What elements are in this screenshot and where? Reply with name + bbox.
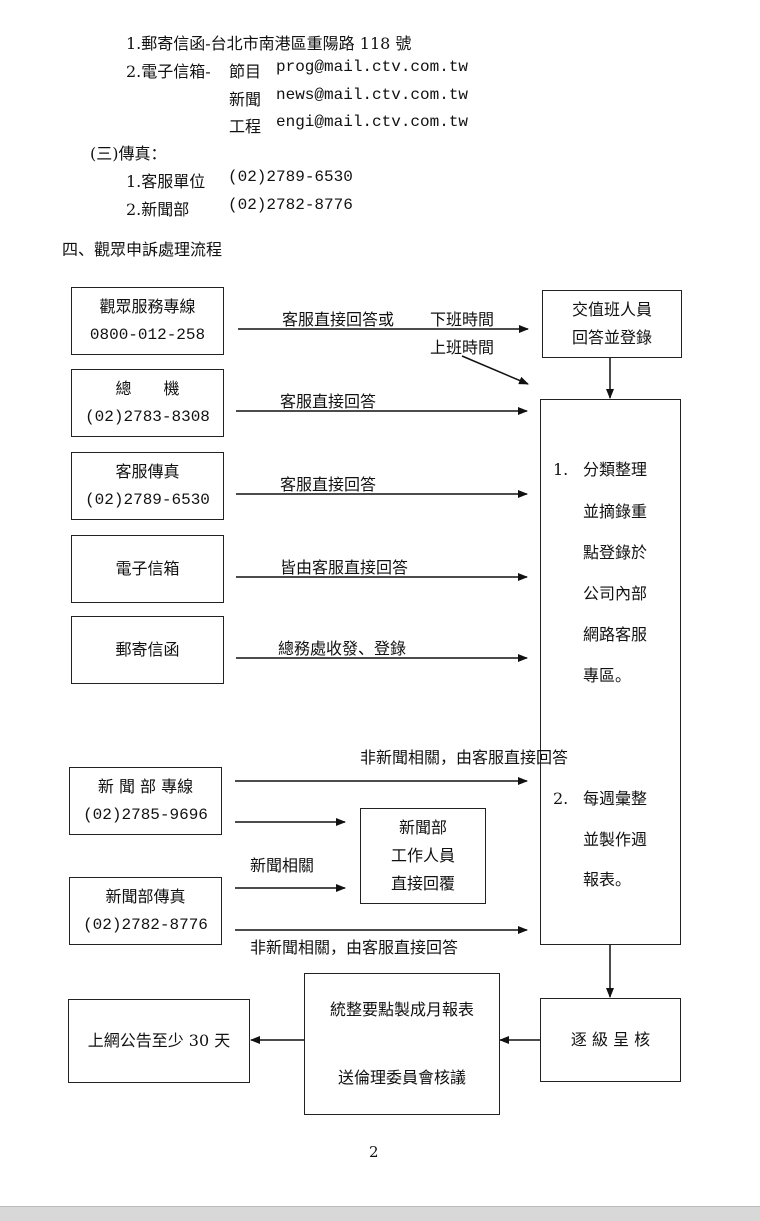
page-number: 2 <box>369 1143 379 1161</box>
email-title: 電子信箱 <box>115 559 180 578</box>
email-address-engineering[interactable]: engi@mail.ctv.com.tw <box>276 113 469 131</box>
viewer-bottom-bar <box>0 1206 760 1221</box>
email-address-news[interactable]: news@mail.ctv.com.tw <box>276 86 469 104</box>
news-staff-line1: 新聞部 <box>398 818 447 837</box>
section-title: 四、觀眾申訴處理流程 <box>62 240 223 259</box>
cs-fax-box: 客服傳真 (02)2789-6530 <box>71 452 224 520</box>
switchboard-box: 總 機 (02)2783-8308 <box>71 369 224 437</box>
news-hotline-number: (02)2785-9696 <box>83 806 208 824</box>
process-step-2-num: 2. <box>553 789 569 808</box>
fax-label-cs: 1.客服單位 <box>126 172 206 191</box>
duty-staff-line1: 交值班人員 <box>571 300 652 319</box>
email-address-program[interactable]: prog@mail.ctv.com.tw <box>276 58 469 76</box>
process-step-1-line1: 分類整理 <box>583 460 648 479</box>
publish-label: 上網公告至少 30 天 <box>87 1031 231 1050</box>
duty-staff-box: 交值班人員 回答並登錄 <box>542 290 682 358</box>
process-step-1-line6: 專區。 <box>583 666 632 685</box>
publish-box: 上網公告至少 30 天 <box>68 999 250 1083</box>
switchboard-number: (02)2783-8308 <box>85 408 210 426</box>
label-general-affairs: 總務處收發、登錄 <box>278 639 407 658</box>
process-step-2-line2: 並製作週 <box>583 830 648 849</box>
process-step-1-line5: 網路客服 <box>583 625 648 644</box>
label-cs-direct-switchboard: 客服直接回答 <box>280 392 377 411</box>
cs-fax-number: (02)2789-6530 <box>85 491 210 509</box>
monthly-line1: 統整要點製成月報表 <box>329 1000 474 1019</box>
email-box: 電子信箱 <box>71 535 224 603</box>
fax-number-news: (02)2782-8776 <box>228 196 353 214</box>
process-step-1-line2: 並摘錄重 <box>583 502 648 521</box>
news-fax-number: (02)2782-8776 <box>83 916 208 934</box>
email-label-program: 節目 <box>229 62 262 81</box>
email-prefix: 2.電子信箱- <box>126 62 211 81</box>
news-fax-box: 新聞部傳真 (02)2782-8776 <box>69 877 222 945</box>
monthly-line2: 送倫理委員會核議 <box>337 1068 466 1087</box>
fax-number-cs: (02)2789-6530 <box>228 168 353 186</box>
news-staff-box: 新聞部 工作人員 直接回覆 <box>360 808 486 904</box>
label-off-hours: 下班時間 <box>430 310 495 329</box>
email-label-engineering: 工程 <box>229 117 262 136</box>
news-hotline-title: 新 聞 部 專線 <box>97 777 194 796</box>
switchboard-title: 總 機 <box>115 379 180 398</box>
monthly-report-box: 統整要點製成月報表 送倫理委員會核議 <box>304 973 500 1115</box>
escalate-box: 逐 級 呈 核 <box>540 998 681 1082</box>
fax-heading: (三)傳真： <box>90 144 167 163</box>
process-step-1-line3: 點登錄於 <box>583 543 648 562</box>
process-step-1-num: 1. <box>553 460 569 479</box>
process-step-1-line4: 公司內部 <box>583 584 648 603</box>
arrow-hotline-onhours <box>461 355 529 385</box>
hotline-box: 觀眾服務專線 0800-012-258 <box>71 287 224 355</box>
email-label-news: 新聞 <box>229 90 262 109</box>
hotline-number: 0800-012-258 <box>89 326 206 344</box>
label-non-news-top: 非新聞相關，由客服直接回答 <box>360 748 569 767</box>
cs-fax-title: 客服傳真 <box>115 462 180 481</box>
mail-address-line: 1.郵寄信函-台北市南港區重陽路 118 號 <box>126 34 412 53</box>
label-cs-or: 客服直接回答或 <box>282 310 395 329</box>
process-step-2-line1: 每週彙整 <box>583 789 648 808</box>
label-non-news-bottom: 非新聞相關，由客服直接回答 <box>250 938 459 957</box>
news-fax-title: 新聞部傳真 <box>105 887 186 906</box>
hotline-title: 觀眾服務專線 <box>99 297 196 316</box>
process-box: 1. 分類整理 並摘錄重 點登錄於 公司內部 網路客服 專區。 2. 每週彙整 … <box>540 399 681 945</box>
news-staff-line2: 工作人員 <box>390 846 455 865</box>
label-news-related: 新聞相關 <box>250 856 315 875</box>
escalate-label: 逐 級 呈 核 <box>570 1030 651 1049</box>
fax-label-news: 2.新聞部 <box>126 200 190 219</box>
mail-title: 郵寄信函 <box>115 640 180 659</box>
duty-staff-line2: 回答並登錄 <box>571 328 652 347</box>
mail-box: 郵寄信函 <box>71 616 224 684</box>
label-cs-direct-fax: 客服直接回答 <box>280 475 377 494</box>
label-on-hours: 上班時間 <box>430 338 495 357</box>
process-step-2-line3: 報表。 <box>583 870 632 889</box>
label-all-cs: 皆由客服直接回答 <box>280 558 409 577</box>
news-staff-line3: 直接回覆 <box>390 874 455 893</box>
news-hotline-box: 新 聞 部 專線 (02)2785-9696 <box>69 767 222 835</box>
